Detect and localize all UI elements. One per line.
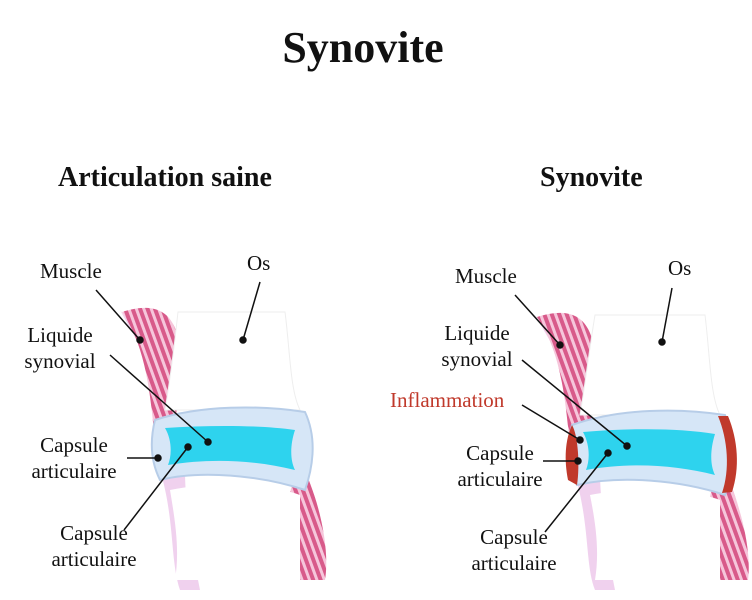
right-synovial-fluid <box>583 429 715 475</box>
left-label-fluid-line2: synovial <box>24 349 96 373</box>
left-label-capsule-bottom-line1: Capsule <box>60 521 128 545</box>
right-heading: Synovite <box>540 162 643 193</box>
left-label-capsule-bottom-line2: articulaire <box>51 547 137 571</box>
right-label-fluid: Liquide synovial <box>435 320 519 372</box>
right-label-capsule-top-line1: Capsule <box>466 441 534 465</box>
left-bone-upper <box>164 311 301 411</box>
right-label-muscle: Muscle <box>455 264 517 288</box>
left-label-capsule-top-line2: articulaire <box>31 459 117 483</box>
left-bone-lower <box>170 484 300 580</box>
left-label-capsule-top-line1: Capsule <box>40 433 108 457</box>
right-label-capsule-top: Capsule articulaire <box>448 440 552 492</box>
synovitis-joint <box>535 312 749 590</box>
right-label-fluid-line1: Liquide <box>444 321 510 345</box>
right-bone-upper <box>579 314 721 416</box>
left-synovial-fluid <box>165 425 295 470</box>
healthy-joint <box>120 307 327 590</box>
right-label-capsule-bottom-line1: Capsule <box>480 525 548 549</box>
right-label-capsule-bottom-line2: articulaire <box>471 551 557 575</box>
right-leaders <box>514 287 673 533</box>
left-leaders <box>95 281 261 531</box>
page-title: Synovite <box>282 23 444 72</box>
left-heading: Articulation saine <box>58 162 272 193</box>
left-label-fluid: Liquide synovial <box>18 322 102 374</box>
left-label-capsule-bottom: Capsule articulaire <box>42 520 146 572</box>
right-inflammation-right <box>718 416 737 493</box>
right-label-inflammation: Inflammation <box>390 388 505 412</box>
right-label-capsule-bottom: Capsule articulaire <box>462 524 566 576</box>
right-inflammation-left <box>565 425 579 485</box>
right-bone-lower <box>590 489 720 580</box>
right-label-fluid-line2: synovial <box>441 347 513 371</box>
right-label-bone: Os <box>668 256 692 280</box>
left-label-fluid-line1: Liquide <box>27 323 93 347</box>
right-label-capsule-top-line2: articulaire <box>457 467 543 491</box>
left-label-muscle: Muscle <box>40 259 102 283</box>
left-label-bone: Os <box>247 251 271 275</box>
left-label-capsule-top: Capsule articulaire <box>22 432 126 484</box>
